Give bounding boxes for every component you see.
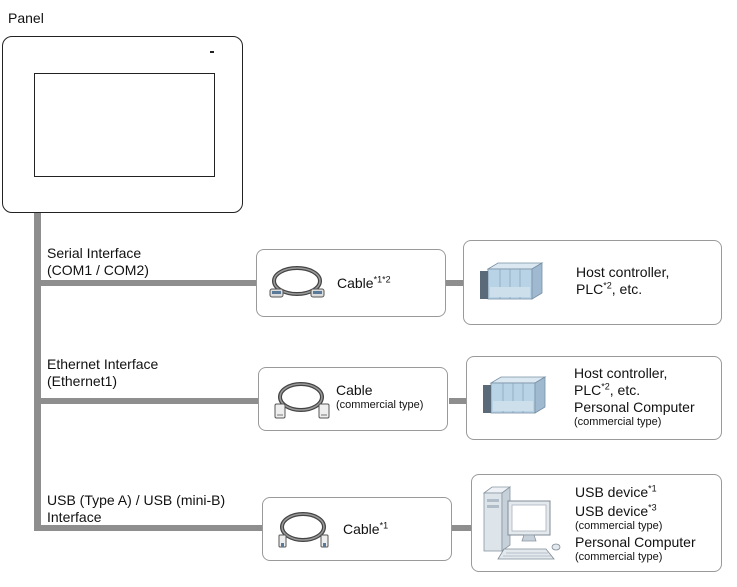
device-line: Host controller, xyxy=(576,264,670,280)
serial-cable-label: Cable*1*2 xyxy=(337,274,391,291)
usb-cable-box: Cable*1 xyxy=(262,497,452,561)
usb-interface-label: USB (Type A) / USB (mini-B) Interface xyxy=(47,492,226,525)
usb-cable-label: Cable*1 xyxy=(343,520,389,537)
serial-link-line xyxy=(446,280,464,286)
device-line: Personal Computer xyxy=(574,399,695,415)
trunk-line xyxy=(34,213,41,531)
personal-computer-icon xyxy=(482,486,561,560)
device-line: (commercial type) xyxy=(575,551,663,563)
usb-device-list: USB device*1 USB device*3 (commercial ty… xyxy=(575,484,696,563)
device-line: PLC*2, etc. xyxy=(576,280,643,297)
ethernet-cable-icon xyxy=(274,382,330,419)
ethernet-branch-line xyxy=(34,398,259,404)
device-line: Personal Computer xyxy=(575,534,696,550)
serial-device-list: Host controller, PLC*2, etc. xyxy=(576,264,669,298)
device-line: USB device*3 xyxy=(575,502,657,519)
usb-device-box: USB device*1 USB device*3 (commercial ty… xyxy=(471,474,722,572)
ethernet-device-list: Host controller, PLC*2, etc. Personal Co… xyxy=(574,365,695,428)
device-line: USB device*1 xyxy=(575,483,657,500)
device-line: PLC*2, etc. xyxy=(574,381,641,398)
plc-icon xyxy=(480,262,544,300)
usb-cable-icon xyxy=(278,512,329,548)
serial-cable-icon xyxy=(269,266,325,298)
usb-branch-line xyxy=(34,525,262,531)
serial-interface-label: Serial Interface (COM1 / COM2) xyxy=(47,245,149,278)
serial-device-box: Host controller, PLC*2, etc. xyxy=(463,240,722,325)
panel-device xyxy=(2,36,243,213)
panel-title: Panel xyxy=(8,10,44,26)
device-line: (commercial type) xyxy=(574,416,662,428)
ethernet-device-box: Host controller, PLC*2, etc. Personal Co… xyxy=(466,356,722,440)
device-line: (commercial type) xyxy=(575,520,663,532)
panel-indicator xyxy=(210,51,214,53)
ethernet-cable-box: Cable (commercial type) xyxy=(258,367,448,431)
ethernet-link-line xyxy=(449,398,467,404)
ethernet-interface-label: Ethernet Interface (Ethernet1) xyxy=(47,356,159,389)
serial-branch-line xyxy=(34,280,256,286)
serial-cable-box: Cable*1*2 xyxy=(256,249,446,317)
ethernet-cable-label: Cable (commercial type) xyxy=(336,382,424,411)
device-line: Host controller, xyxy=(574,365,668,381)
plc-icon xyxy=(483,376,547,414)
usb-link-line xyxy=(452,525,471,531)
panel-screen xyxy=(34,73,215,177)
